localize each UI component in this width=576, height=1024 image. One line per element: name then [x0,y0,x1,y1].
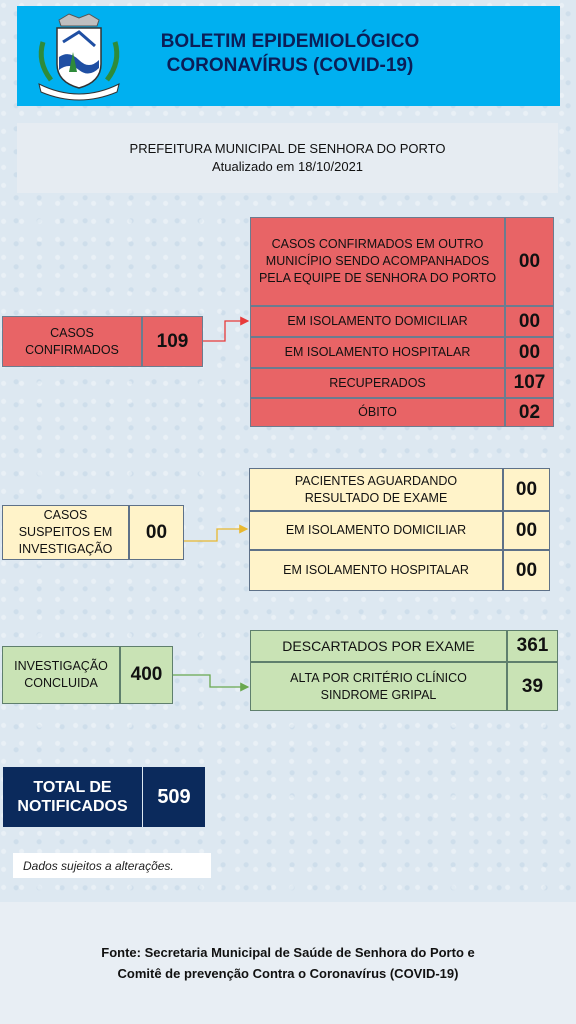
suspected-home-isolation-label: EM ISOLAMENTO DOMICILIAR [249,511,503,550]
confirmed-other-municipality-value: 00 [505,217,554,306]
concluded-connector-arrow [173,674,250,692]
municipal-coat-of-arms-logo [38,13,120,101]
title-line-2: CORONAVÍRUS (COVID-19) [166,55,414,76]
source-footer: Fonte: Secretaria Municipal de Saúde de … [0,902,576,1024]
suspected-hospital-isolation-value: 00 [503,550,550,591]
recovered-label: RECUPERADOS [250,368,505,398]
discarded-by-exam-label: DESCARTADOS POR EXAME [250,630,507,662]
deaths-label: ÓBITO [250,398,505,427]
title-line-1: BOLETIM EPIDEMIOLÓGICO [160,31,420,52]
concluded-investigation-value: 400 [120,646,173,704]
total-notified-label: TOTAL DE NOTIFICADOS [3,767,142,827]
concluded-investigation-label: INVESTIGAÇÃO CONCLUIDA [2,646,120,704]
update-info-box: PREFEITURA MUNICIPAL DE SENHORA DO PORTO… [17,123,558,193]
disclaimer-note: Dados sujeitos a alterações. [13,853,211,878]
confirmed-cases-label: CASOS CONFIRMADOS [2,316,142,367]
suspected-hospital-isolation-label: EM ISOLAMENTO HOSPITALAR [249,550,503,591]
confirmed-home-isolation-value: 00 [505,306,554,337]
confirmed-other-municipality-label: CASOS CONFIRMADOS EM OUTRO MUNICÍPIO SEN… [250,217,505,306]
discarded-by-exam-value: 361 [507,630,558,662]
footer-line-1: Fonte: Secretaria Municipal de Saúde de … [101,945,475,960]
suspected-connector-arrow [184,524,249,542]
municipality-name: PREFEITURA MUNICIPAL DE SENHORA DO PORTO [129,141,446,156]
confirmed-cases-value: 109 [142,316,203,367]
footer-line-2: Comitê de prevenção Contra o Coronavírus… [117,966,459,981]
clinical-discharge-value: 39 [507,662,558,711]
confirmed-home-isolation-label: EM ISOLAMENTO DOMICILIAR [250,306,505,337]
awaiting-results-value: 00 [503,468,550,511]
awaiting-results-label: PACIENTES AGUARDANDO RESULTADO DE EXAME [249,468,503,511]
confirmed-hospital-isolation-label: EM ISOLAMENTO HOSPITALAR [250,337,505,368]
clinical-discharge-label: ALTA POR CRITÉRIO CLÍNICO SINDROME GRIPA… [250,662,507,711]
confirmed-connector-arrow [203,316,250,342]
suspected-cases-value: 00 [129,505,184,560]
suspected-cases-label: CASOS SUSPEITOS EM INVESTIGAÇÃO [2,505,129,560]
recovered-value: 107 [505,368,554,398]
confirmed-hospital-isolation-value: 00 [505,337,554,368]
suspected-home-isolation-value: 00 [503,511,550,550]
bulletin-title: BOLETIM EPIDEMIOLÓGICO CORONAVÍRUS (COVI… [130,30,450,78]
total-notified-value: 509 [143,767,205,827]
deaths-value: 02 [505,398,554,427]
update-date: Atualizado em 18/10/2021 [211,159,364,174]
